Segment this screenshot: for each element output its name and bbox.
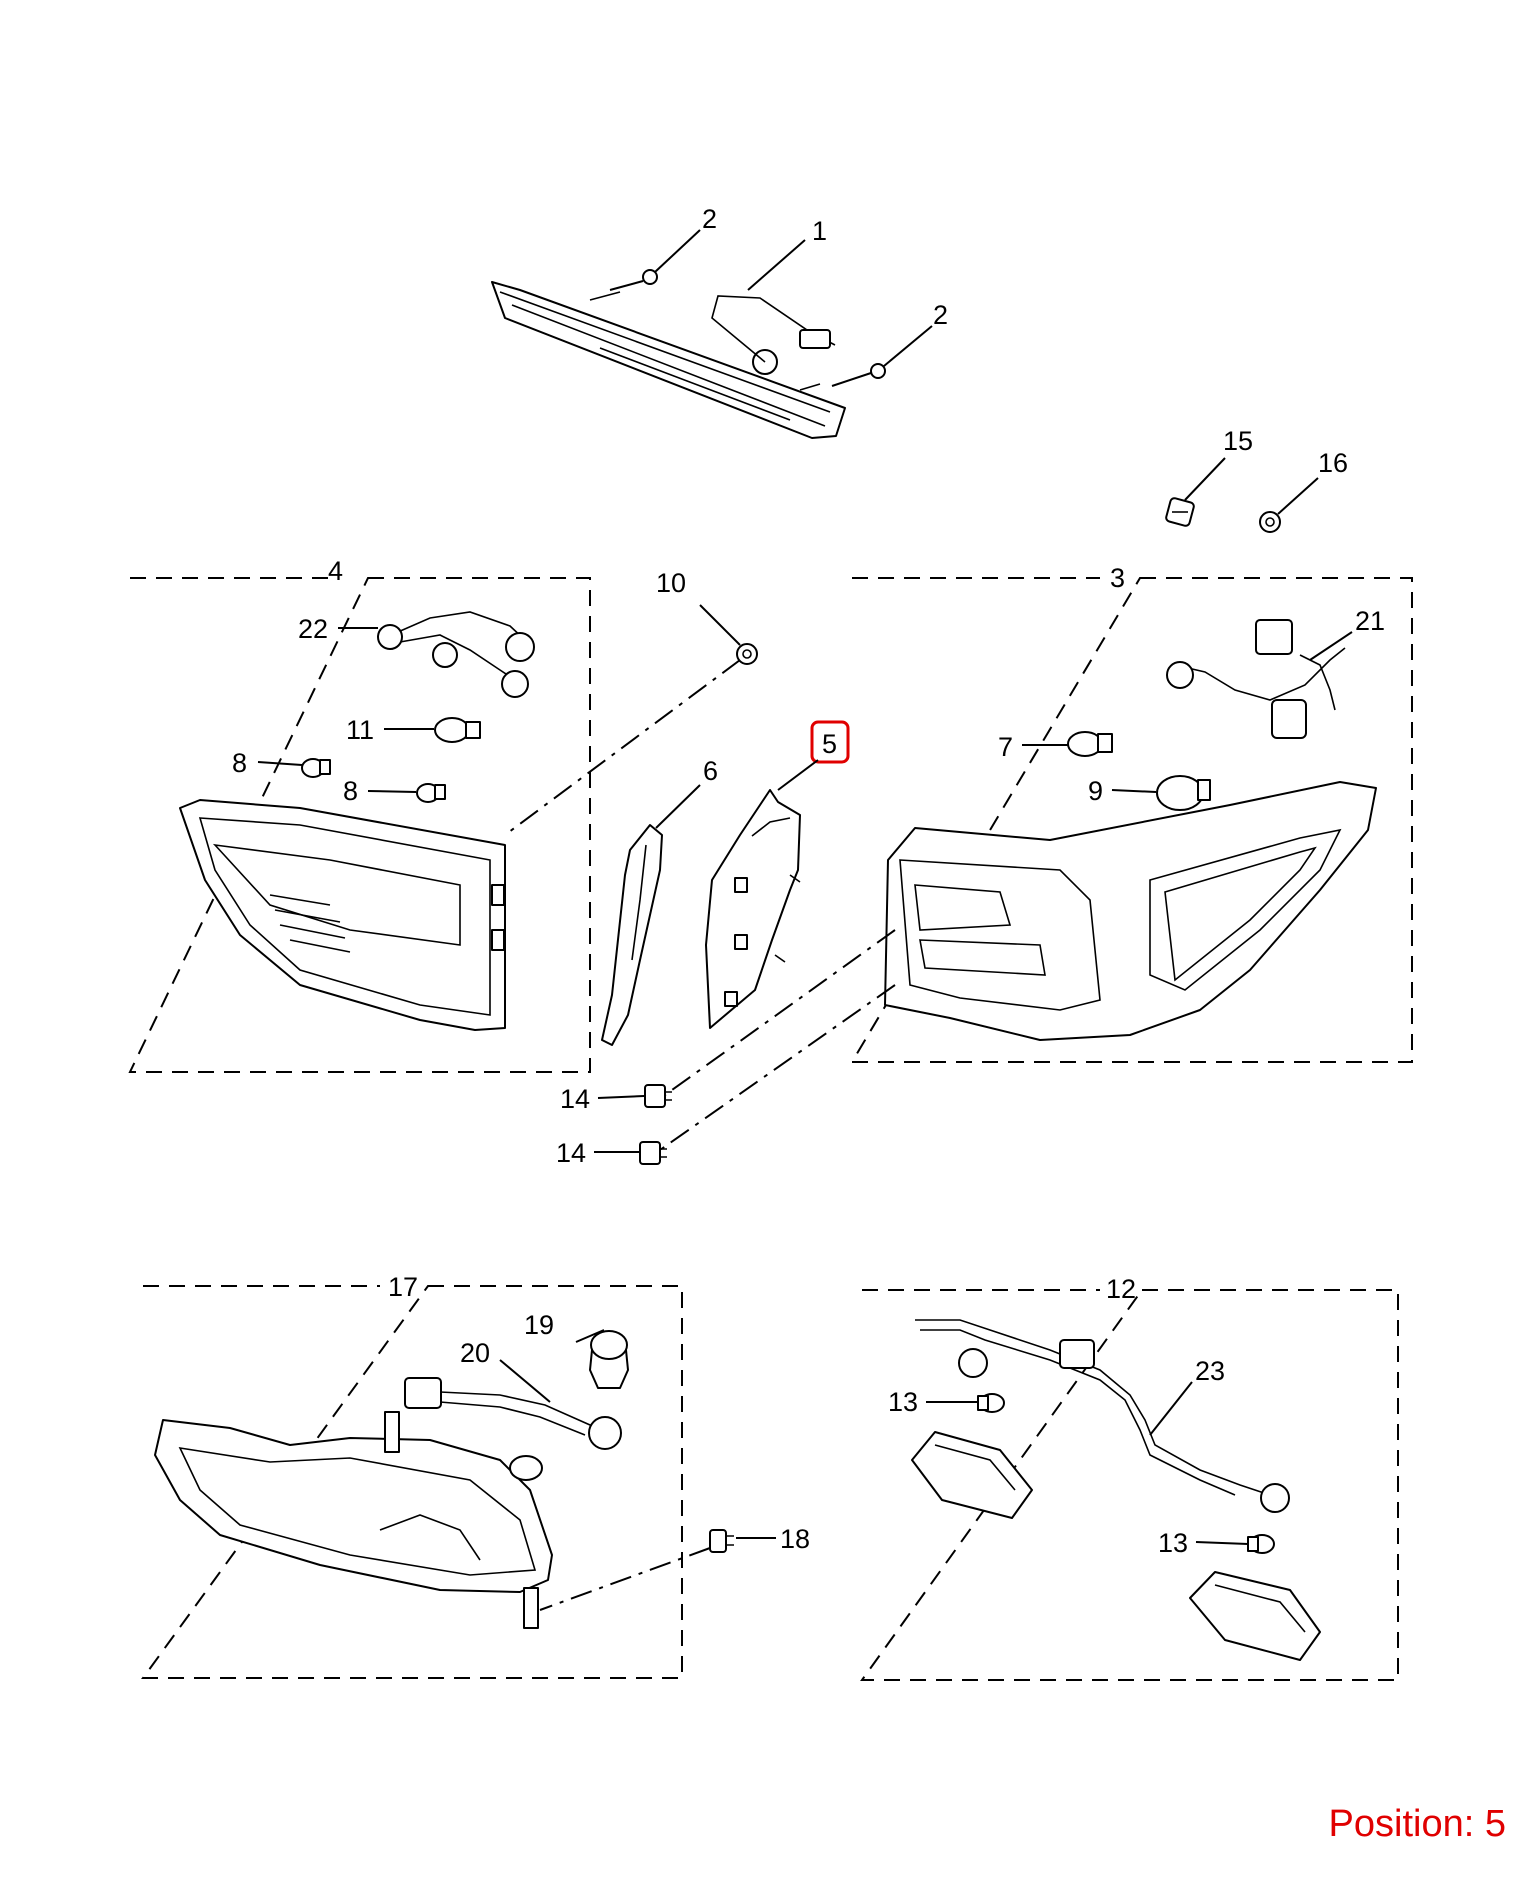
svg-text:5: 5 xyxy=(822,729,837,759)
callout-18[interactable]: 18 xyxy=(736,1524,810,1554)
svg-text:18: 18 xyxy=(780,1524,810,1554)
callout-14a[interactable]: 14 xyxy=(560,1084,645,1114)
alignment-line-d xyxy=(539,1547,711,1611)
callout-23[interactable]: 23 xyxy=(1149,1356,1225,1436)
callout-12[interactable]: 12 xyxy=(1106,1274,1136,1304)
svg-text:8: 8 xyxy=(232,748,247,778)
callout-4[interactable]: 4 xyxy=(328,556,343,586)
trim-panel-6[interactable] xyxy=(601,824,663,1046)
svg-text:17: 17 xyxy=(388,1272,418,1302)
callout-15[interactable]: 15 xyxy=(1184,426,1253,501)
svg-text:9: 9 xyxy=(1088,776,1103,806)
svg-text:20: 20 xyxy=(460,1338,490,1368)
svg-text:1: 1 xyxy=(812,216,827,246)
bulb-13a[interactable] xyxy=(977,1393,1005,1413)
callout-14b[interactable]: 14 xyxy=(556,1138,640,1168)
callout-3[interactable]: 3 xyxy=(1110,563,1125,593)
bulb-7[interactable] xyxy=(1067,731,1113,757)
callout-8b[interactable]: 8 xyxy=(343,776,417,806)
bulb-8a[interactable] xyxy=(301,758,331,778)
svg-text:15: 15 xyxy=(1223,426,1253,456)
screw-18[interactable] xyxy=(709,1529,734,1553)
wiring-harness-23[interactable] xyxy=(915,1319,1290,1513)
svg-text:11: 11 xyxy=(346,715,374,745)
inner-tail-lamp-left[interactable] xyxy=(179,799,506,1031)
group-3-frame xyxy=(850,577,1413,1063)
svg-text:8: 8 xyxy=(343,776,358,806)
nut-10[interactable] xyxy=(736,643,758,665)
callout-19[interactable]: 19 xyxy=(524,1310,605,1343)
license-plate-lamp-b[interactable] xyxy=(1189,1571,1321,1661)
high-mount-stop-lamp[interactable] xyxy=(491,281,846,439)
callout-7[interactable]: 7 xyxy=(998,732,1068,762)
svg-text:13: 13 xyxy=(1158,1528,1188,1558)
callout-2b[interactable]: 2 xyxy=(883,300,948,367)
callout-8a[interactable]: 8 xyxy=(232,748,303,778)
svg-text:3: 3 xyxy=(1110,563,1125,593)
callout-13a[interactable]: 13 xyxy=(888,1387,978,1417)
callout-21[interactable]: 21 xyxy=(1309,606,1385,661)
svg-text:14: 14 xyxy=(556,1138,586,1168)
callout-6[interactable]: 6 xyxy=(655,756,718,829)
group-12-frame xyxy=(860,1289,1399,1681)
callout-10[interactable]: 10 xyxy=(656,568,741,646)
svg-text:13: 13 xyxy=(888,1387,918,1417)
svg-text:19: 19 xyxy=(524,1310,554,1340)
bulb-11[interactable] xyxy=(434,717,481,743)
callout-20[interactable]: 20 xyxy=(460,1338,551,1403)
alignment-line-a xyxy=(504,659,741,836)
license-plate-lamp-a[interactable] xyxy=(911,1431,1033,1519)
callout-11[interactable]: 11 xyxy=(346,715,434,745)
nut-2b[interactable] xyxy=(831,363,886,387)
clip-15[interactable] xyxy=(1165,497,1195,527)
outer-tail-lamp-right[interactable] xyxy=(884,781,1377,1041)
svg-text:14: 14 xyxy=(560,1084,590,1114)
callout-5-highlight[interactable]: 5 xyxy=(777,720,850,791)
bulb-9[interactable] xyxy=(1156,775,1211,811)
bulb-13b[interactable] xyxy=(1247,1534,1275,1554)
callout-2a[interactable]: 2 xyxy=(654,204,717,273)
screw-14a[interactable] xyxy=(644,1084,672,1108)
alignment-line-b xyxy=(664,929,896,1096)
svg-text:7: 7 xyxy=(998,732,1013,762)
svg-text:4: 4 xyxy=(328,556,343,586)
callout-22[interactable]: 22 xyxy=(298,614,378,644)
nut-2a[interactable] xyxy=(609,269,658,291)
wiring-harness-21[interactable] xyxy=(1166,619,1346,739)
rear-fog-lamp-17[interactable] xyxy=(154,1411,553,1629)
svg-text:16: 16 xyxy=(1318,448,1348,478)
callout-1[interactable]: 1 xyxy=(747,216,827,291)
svg-text:10: 10 xyxy=(656,568,686,598)
svg-text:23: 23 xyxy=(1195,1356,1225,1386)
screw-14b[interactable] xyxy=(639,1141,667,1165)
callout-13b[interactable]: 13 xyxy=(1158,1528,1249,1558)
callout-9[interactable]: 9 xyxy=(1088,776,1157,806)
bracket-5[interactable] xyxy=(705,789,801,1029)
bulb-8b[interactable] xyxy=(416,783,446,803)
svg-text:22: 22 xyxy=(298,614,328,644)
position-label: Position: 5 xyxy=(1328,1803,1506,1845)
wiring-harness-20[interactable] xyxy=(404,1377,622,1450)
callout-17[interactable]: 17 xyxy=(388,1272,418,1302)
alignment-line-c xyxy=(659,984,896,1151)
svg-text:6: 6 xyxy=(703,756,718,786)
clip-16[interactable] xyxy=(1259,511,1281,533)
group-4-frame xyxy=(128,577,591,1073)
svg-text:12: 12 xyxy=(1106,1274,1136,1304)
svg-text:2: 2 xyxy=(933,300,948,330)
bulb-19[interactable] xyxy=(589,1330,629,1389)
svg-text:21: 21 xyxy=(1355,606,1385,636)
group-17-frame xyxy=(141,1285,683,1679)
callout-16[interactable]: 16 xyxy=(1277,448,1348,515)
wiring-harness-22[interactable] xyxy=(377,611,535,698)
svg-text:2: 2 xyxy=(702,204,717,234)
